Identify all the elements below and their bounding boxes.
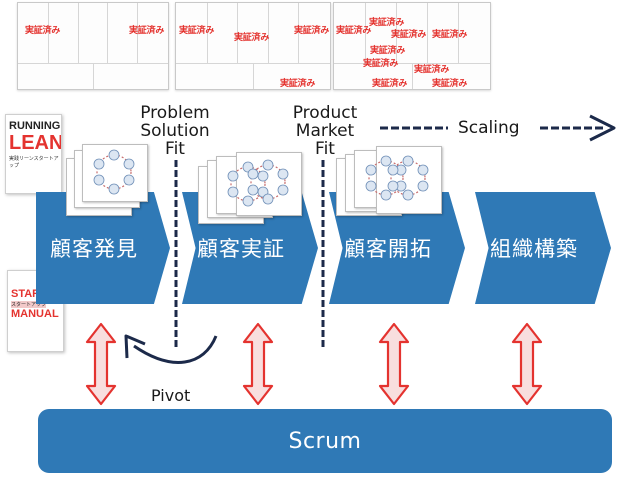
book-title-line: LEAN	[9, 132, 62, 154]
validated-tag: 実証済み	[129, 26, 165, 36]
book-subtitle: 実践リーンスタートアップ	[9, 156, 59, 169]
lean-canvas-thumbnail-1: 実証済み 実証済み	[17, 2, 169, 90]
validated-tag: 実証済み	[336, 26, 372, 36]
double-headed-arrow-icon	[242, 322, 274, 406]
validated-tag: 実証済み	[294, 26, 330, 36]
lean-canvas-thumbnail-3: 実証済み 実証済み 実証済み 実証済み 実証済み 実証済み 実証済み 実証済み …	[333, 2, 491, 90]
validated-tag: 実証済み	[372, 79, 408, 89]
scrum-bar: Scrum	[38, 409, 612, 473]
double-headed-arrow-icon	[511, 322, 543, 406]
lean-canvas-thumbnail-2: 実証済み 実証済み 実証済み 実証済み	[175, 2, 331, 90]
phase-label: 顧客発見	[50, 237, 138, 261]
pivot-curved-arrow-icon	[133, 335, 218, 364]
phase-label: 顧客開拓	[344, 237, 432, 261]
validated-tag: 実証済み	[432, 30, 468, 40]
problem-solution-fit-label: Problem Solution Fit	[140, 103, 210, 159]
build-measure-learn-loop-icon	[376, 146, 442, 214]
validated-tag: 実証済み	[414, 65, 450, 75]
phase-company-building: 組織構築	[475, 192, 611, 304]
running-lean-book-cover: RUNNING LEAN 実践リーンスタートアップ	[5, 114, 62, 194]
validated-tag: 実証済み	[432, 79, 468, 89]
phase-label: 顧客実証	[197, 237, 285, 261]
validated-tag: 実証済み	[363, 59, 399, 69]
scrum-label: Scrum	[288, 428, 362, 454]
validated-tag: 実証済み	[234, 33, 270, 43]
validated-tag: 実証済み	[280, 79, 316, 89]
validated-tag: 実証済み	[179, 26, 215, 36]
product-market-fit-label: Product Market Fit	[292, 103, 358, 159]
book-title-line: RUNNING	[9, 120, 61, 132]
validated-tag: 実証済み	[391, 30, 427, 40]
validated-tag: 実証済み	[25, 26, 61, 36]
double-headed-arrow-icon	[85, 322, 117, 406]
phase-label: 組織構築	[490, 237, 578, 261]
scaling-label: Scaling	[458, 118, 520, 138]
phase-customer-discovery: 顧客発見	[36, 192, 170, 304]
double-headed-arrow-icon	[378, 322, 410, 406]
pivot-curved-arrow-icon	[124, 334, 146, 359]
validated-tag: 実証済み	[369, 18, 405, 28]
pivot-label: Pivot	[151, 386, 191, 405]
book-title-line: MANUAL	[11, 308, 59, 320]
book-subtitle: スタートアップ	[11, 301, 47, 308]
build-measure-learn-loop-icon	[236, 152, 302, 216]
validated-tag: 実証済み	[370, 46, 406, 56]
scaling-arrow-icon	[589, 114, 616, 142]
